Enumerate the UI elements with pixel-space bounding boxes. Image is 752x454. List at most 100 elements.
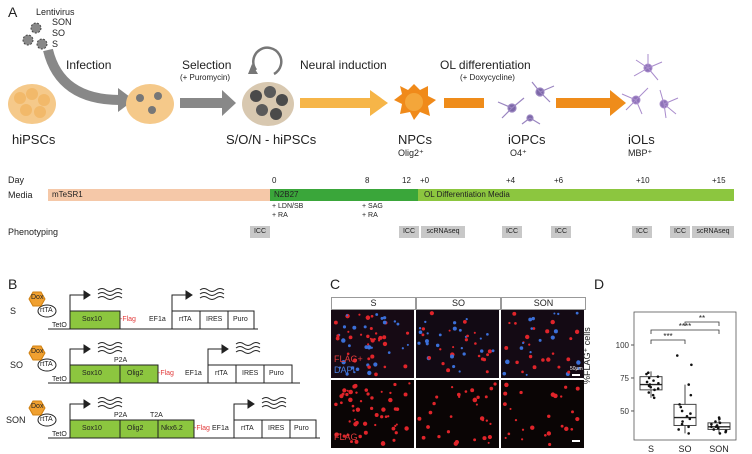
cell-nucleus [514, 322, 517, 325]
cell-nucleus [458, 328, 462, 332]
ires-label: IRES [206, 316, 223, 323]
cell-nucleus [380, 316, 384, 320]
cell-nucleus [384, 415, 388, 419]
data-point [646, 371, 650, 375]
cell-nucleus [348, 389, 353, 395]
cell-nucleus [396, 322, 400, 326]
stage-hipscs: hiPSCs [12, 132, 56, 147]
cell-nucleus [381, 407, 386, 412]
cell-nucleus [334, 402, 338, 407]
cell-nucleus [347, 330, 350, 333]
cell-nucleus [543, 433, 547, 437]
cell-nucleus [546, 431, 552, 436]
cell-nucleus [519, 346, 524, 350]
flag-label: -Flag [194, 425, 210, 432]
ef1a-label: EF1a [149, 316, 166, 323]
image-column-son: SON [501, 297, 586, 310]
data-point [680, 409, 684, 413]
y-tick-label: 50 [620, 407, 629, 416]
cell-nucleus [435, 343, 440, 348]
cell-nucleus [421, 333, 425, 337]
data-point [724, 430, 727, 434]
box [639, 376, 663, 391]
cell-nucleus [519, 390, 523, 395]
data-point [687, 425, 690, 429]
data-point [689, 393, 693, 397]
cell-nucleus [522, 341, 525, 345]
data-point [716, 426, 720, 430]
step-neural-induction: Neural induction [300, 58, 387, 72]
cell-nucleus [355, 407, 361, 412]
cell-nucleus [367, 357, 371, 361]
step-ol-diff-sub: (+ Doxycycline) [460, 73, 515, 82]
cell-nucleus [342, 388, 347, 393]
cell-nucleus [378, 335, 383, 340]
cell-nucleus [509, 407, 512, 410]
assay-box: scRNAseq [692, 226, 734, 238]
cell-nucleus [491, 349, 495, 353]
cell-nucleus [553, 329, 558, 334]
cell-nucleus [350, 366, 354, 370]
virus-icon [22, 22, 48, 50]
cell-nucleus [352, 325, 357, 330]
cell-nucleus [346, 433, 350, 437]
cell-nucleus [338, 366, 342, 369]
day-tick: +0 [420, 176, 430, 185]
rtta-box-label: rtTA [241, 425, 254, 432]
iopc-icon [497, 81, 555, 125]
cell-nucleus [342, 434, 346, 438]
cell-nucleus [380, 415, 384, 419]
construct-diagrams [37, 288, 320, 439]
cell-nucleus [355, 391, 358, 394]
cell-nucleus [363, 430, 368, 435]
cell-nucleus [546, 357, 551, 362]
rtta-label: rtTA [40, 361, 53, 368]
cell-nucleus [406, 343, 409, 346]
cell-nucleus [502, 402, 507, 406]
data-point [680, 422, 684, 426]
cell-nucleus [427, 356, 432, 360]
flag-dapi-label: FLAG+ [334, 354, 363, 364]
cell-nucleus [487, 435, 492, 440]
cell-nucleus [515, 360, 519, 365]
cell-nucleus [550, 319, 555, 325]
olig2-label: Olig2 [127, 370, 144, 377]
cell-nucleus [345, 372, 349, 376]
cell-nucleus [355, 367, 360, 372]
cell-nucleus [462, 320, 467, 324]
cell-nucleus [450, 354, 455, 359]
cell-nucleus [504, 382, 509, 388]
cell-nucleus [521, 438, 524, 441]
cell-nucleus [341, 392, 345, 396]
scale-bar [572, 374, 580, 376]
day-tick: 0 [272, 176, 277, 185]
image-column-s: S [331, 297, 416, 310]
day-tick: +6 [554, 176, 564, 185]
row-label-son: SON [6, 415, 26, 425]
cell-nucleus [365, 315, 371, 320]
stage-iopcs-marker: O4⁺ [510, 148, 527, 158]
ires-label: IRES [242, 370, 259, 377]
significance-bracket [650, 329, 720, 334]
cell-nucleus [532, 365, 537, 370]
cell-nucleus [428, 410, 433, 415]
cell-nucleus [424, 320, 427, 324]
cell-nucleus [366, 392, 370, 396]
dox-label: Dox [31, 348, 44, 355]
cell-nucleus [437, 434, 441, 439]
step-ol-diff: OL differentiation [440, 58, 531, 72]
cell-nucleus [560, 395, 563, 398]
cell-nucleus [473, 331, 476, 334]
cell-nucleus [521, 428, 525, 431]
data-point [710, 422, 713, 426]
cell-nucleus [364, 388, 369, 392]
cell-nucleus [439, 348, 442, 351]
media-bar-mtesr: mTeSR1 [48, 189, 270, 201]
puro-label: Puro [269, 370, 284, 377]
cell-nucleus [352, 358, 357, 363]
stage-npcs: NPCs [398, 132, 432, 147]
cell-nucleus [424, 339, 429, 344]
media-ol-label: OL Differentiation Media [424, 190, 510, 199]
cell-nucleus [521, 370, 524, 374]
